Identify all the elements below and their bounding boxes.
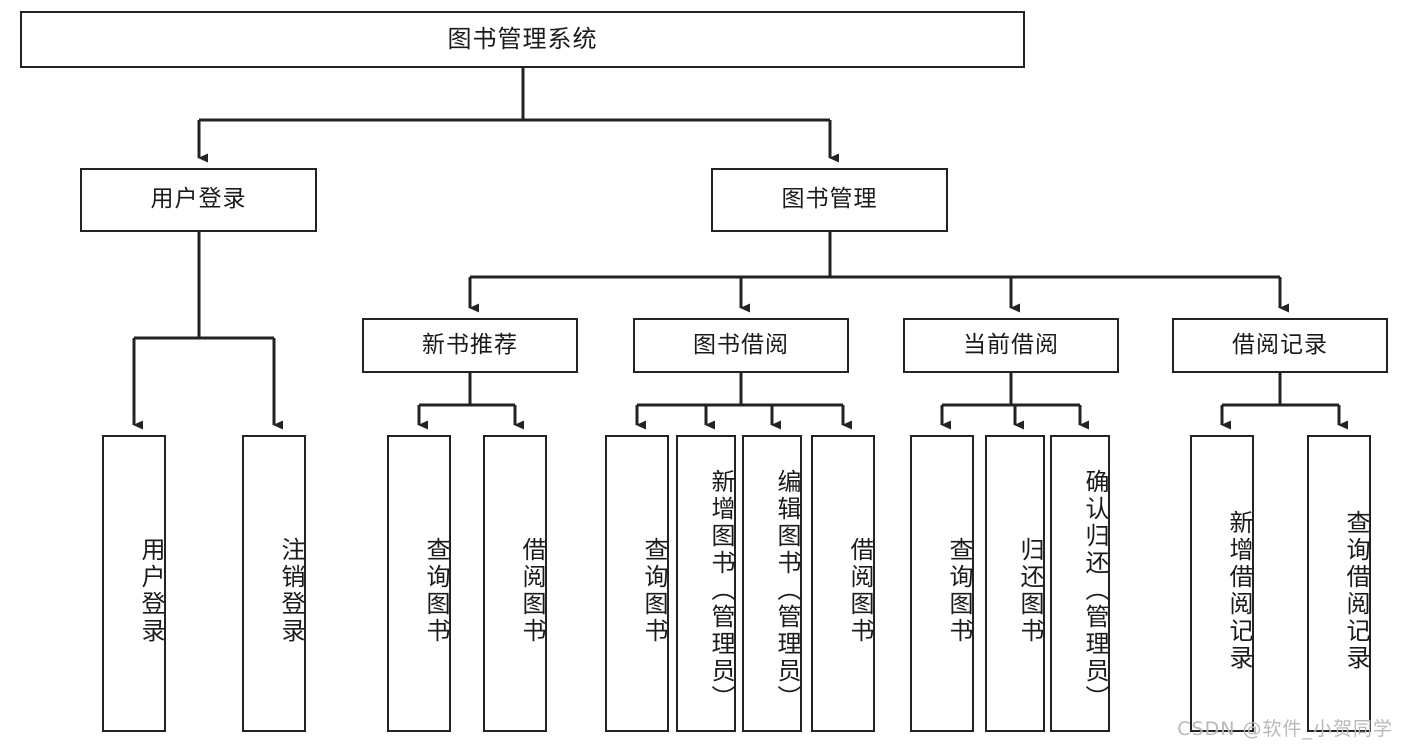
node-label: 查询借阅记录 — [1342, 509, 1370, 672]
node-label: 编辑图书（管理员） — [773, 469, 801, 712]
node-label: 图书管理系统 — [447, 25, 598, 54]
leaf-borrow-query-book[interactable]: 查询图书 — [605, 435, 669, 732]
node-label: 用户登录 — [137, 536, 165, 645]
leaf-current-return-book[interactable]: 归还图书 — [985, 435, 1045, 732]
node-book-management[interactable]: 图书管理 — [711, 168, 948, 232]
leaf-borrow-add-book-admin[interactable]: 新增图书（管理员） — [676, 435, 736, 732]
node-label: 归还图书 — [1016, 536, 1044, 645]
leaf-current-confirm-return-admin[interactable]: 确认归还（管理员） — [1050, 435, 1110, 732]
node-label: 图书借阅 — [693, 331, 789, 358]
node-label: 查询图书 — [422, 536, 450, 645]
watermark: CSDN @软件_小贺同学 — [1177, 718, 1393, 740]
leaf-borrow-do-borrow-book[interactable]: 借阅图书 — [811, 435, 875, 732]
leaf-borrow-edit-book-admin[interactable]: 编辑图书（管理员） — [742, 435, 802, 732]
node-label: 新增图书（管理员） — [707, 469, 735, 712]
leaf-user-login[interactable]: 用户登录 — [102, 435, 166, 732]
node-label: 新增借阅记录 — [1225, 509, 1253, 672]
leaf-user-logout[interactable]: 注销登录 — [242, 435, 306, 732]
leaf-current-query-book[interactable]: 查询图书 — [910, 435, 974, 732]
leaf-record-query-borrow-record[interactable]: 查询借阅记录 — [1307, 435, 1371, 732]
node-borrow-record[interactable]: 借阅记录 — [1172, 318, 1388, 373]
node-label: 借阅图书 — [846, 536, 874, 645]
node-label: 用户登录 — [150, 186, 247, 213]
node-book-borrow[interactable]: 图书借阅 — [633, 318, 849, 373]
node-label: 查询图书 — [640, 536, 668, 645]
leaf-recommend-query-book[interactable]: 查询图书 — [387, 435, 451, 732]
node-label: 图书管理 — [781, 186, 878, 213]
node-label: 确认归还（管理员） — [1081, 469, 1109, 712]
node-label: 查询图书 — [945, 536, 973, 645]
node-root-system[interactable]: 图书管理系统 — [20, 11, 1025, 68]
node-new-book-recommend[interactable]: 新书推荐 — [362, 318, 578, 373]
node-user-login[interactable]: 用户登录 — [80, 168, 317, 232]
node-label: 借阅记录 — [1232, 331, 1328, 358]
node-current-borrow[interactable]: 当前借阅 — [903, 318, 1119, 373]
node-label: 借阅图书 — [518, 536, 546, 645]
leaf-record-add-borrow-record[interactable]: 新增借阅记录 — [1190, 435, 1254, 732]
node-label: 新书推荐 — [422, 331, 518, 358]
leaf-recommend-borrow-book[interactable]: 借阅图书 — [483, 435, 547, 732]
node-label: 当前借阅 — [963, 331, 1059, 358]
node-label: 注销登录 — [277, 536, 305, 645]
